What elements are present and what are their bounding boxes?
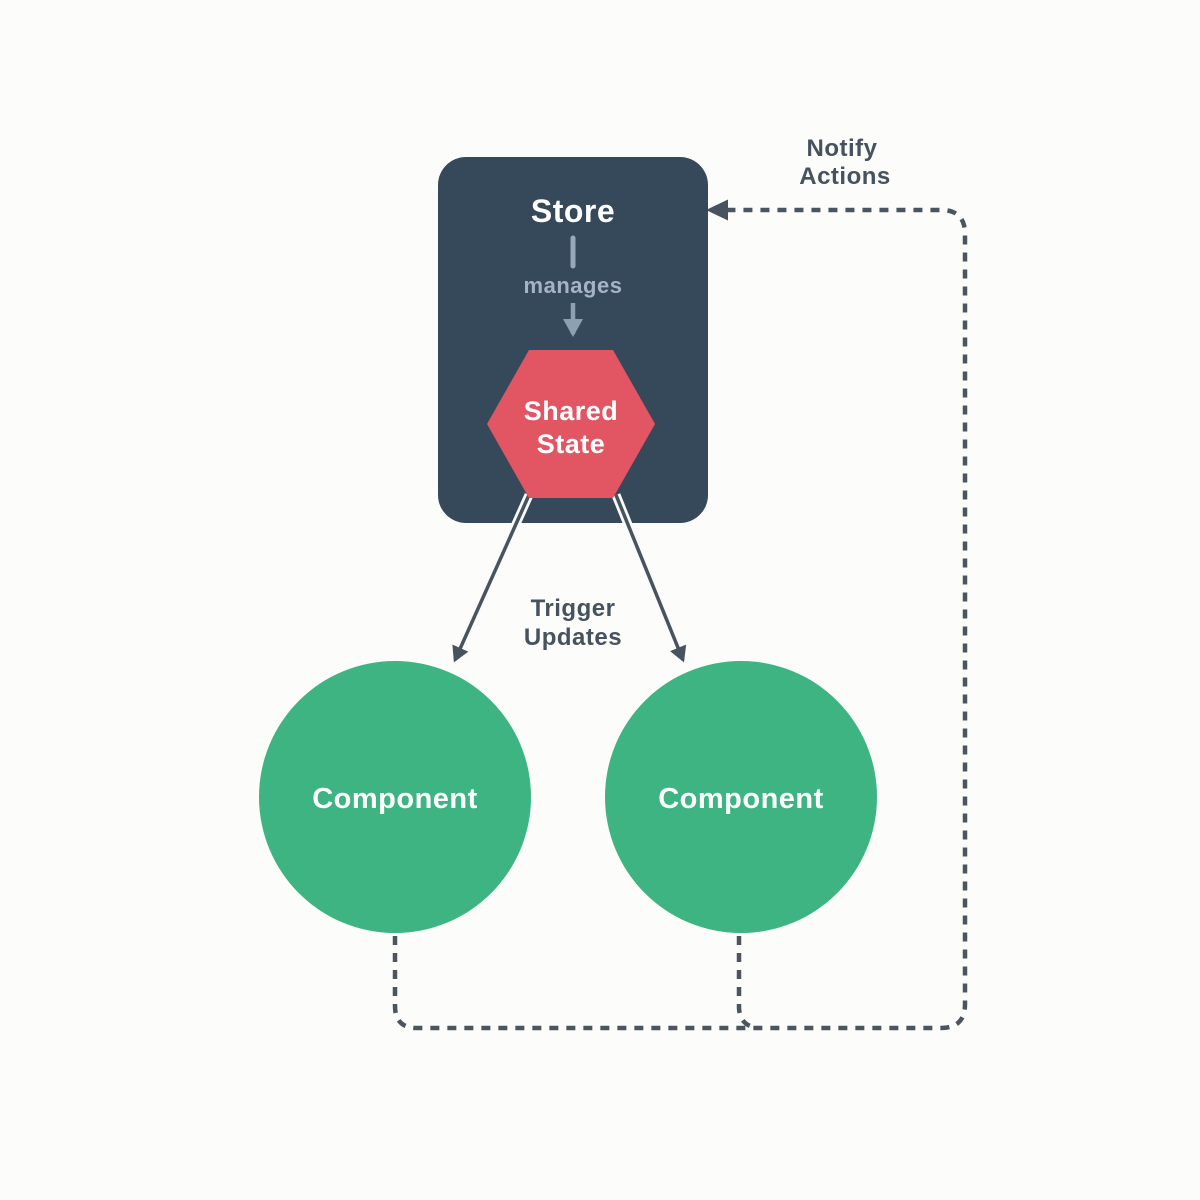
component-circle-left — [259, 661, 531, 933]
component-right-label: Component — [658, 783, 824, 815]
trigger-updates-label-line1: Trigger — [531, 595, 616, 622]
store-label: Store — [531, 193, 615, 229]
component-circle-right — [605, 661, 877, 933]
manages-label: manages — [524, 273, 623, 298]
shared-state-label-line1: Shared — [524, 396, 619, 426]
notify-actions-dashed-branch — [736, 936, 759, 1031]
shared-state-hexagon — [487, 350, 655, 498]
notify-arrowhead-icon — [706, 199, 728, 221]
notify-actions-label-line2: Actions — [799, 163, 891, 190]
notify-actions-label-line1: Notify — [807, 135, 878, 162]
trigger-updates-label-line2: Updates — [524, 624, 622, 651]
trigger-edge-left — [452, 494, 531, 663]
shared-state-label-line2: State — [537, 429, 606, 459]
component-left-label: Component — [312, 783, 478, 815]
notify-actions-dashed-path — [392, 207, 968, 1031]
trigger-edge-right — [614, 494, 687, 663]
